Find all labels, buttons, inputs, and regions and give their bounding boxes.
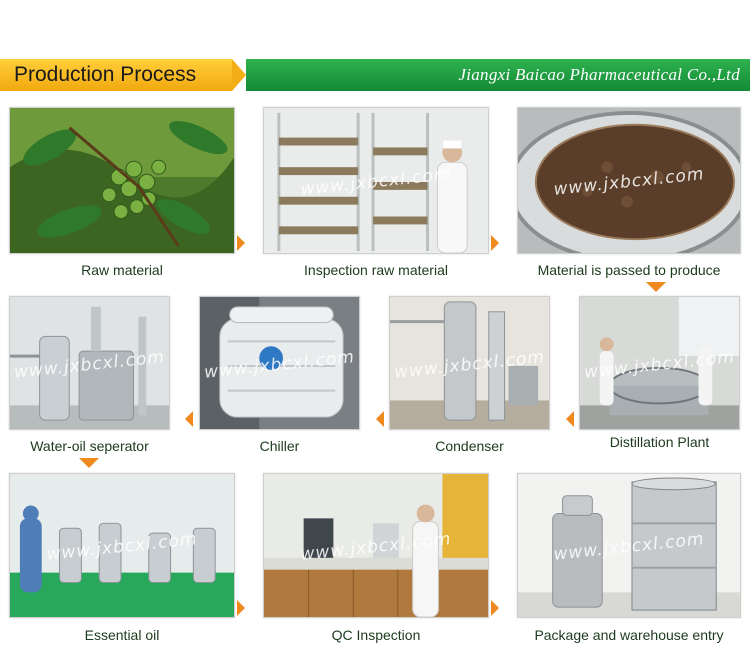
step-label: Chiller xyxy=(259,438,300,454)
step-label: Water-oil seperator xyxy=(30,438,149,454)
flow-arrow-down-1 xyxy=(646,282,666,292)
header-banner: Production Process Jiangxi Baicao Pharma… xyxy=(0,59,750,91)
step-label: Raw material xyxy=(81,262,163,278)
photo-condenser: www.jxbcxl.com xyxy=(389,296,550,430)
step-label: Package and warehouse entry xyxy=(534,627,724,643)
flow-arrow-right-2 xyxy=(491,235,499,251)
company-name: Jiangxi Baicao Pharmaceutical Co.,Ltd xyxy=(458,65,740,84)
photo-material-passed: www.jxbcxl.com xyxy=(517,107,741,254)
step-label: Material is passed to produce xyxy=(537,262,721,278)
photo-distillation-plant: www.jxbcxl.com xyxy=(579,296,740,430)
step-label: Inspection raw material xyxy=(304,262,448,278)
flow-arrow-down-2 xyxy=(79,458,99,468)
photo-inspection-raw-material: www.jxbcxl.com xyxy=(263,107,489,254)
header-arrow xyxy=(232,59,246,91)
page-title: Production Process xyxy=(14,63,197,86)
flow-arrow-right-3 xyxy=(237,600,245,616)
step-label: QC Inspection xyxy=(331,627,421,643)
flow-arrow-left-2 xyxy=(376,411,384,427)
header-title-block: Production Process xyxy=(0,59,232,91)
photo-water-oil-separator: www.jxbcxl.com xyxy=(9,296,170,430)
step-label: Condenser xyxy=(435,438,504,454)
flow-arrow-left-1 xyxy=(185,411,193,427)
step-label: Distillation Plant xyxy=(609,434,710,450)
header-company-block: Jiangxi Baicao Pharmaceutical Co.,Ltd xyxy=(246,59,750,91)
photo-essential-oil: www.jxbcxl.com xyxy=(9,473,235,618)
photo-package-warehouse: www.jxbcxl.com xyxy=(517,473,741,618)
photo-qc-inspection: www.jxbcxl.com xyxy=(263,473,489,618)
photo-raw-material: www.jxbcxl.com xyxy=(9,107,235,254)
flow-arrow-right-1 xyxy=(237,235,245,251)
flow-arrow-left-3 xyxy=(566,411,574,427)
flow-arrow-right-4 xyxy=(491,600,499,616)
step-label: Essential oil xyxy=(84,627,160,643)
photo-chiller: www.jxbcxl.com xyxy=(199,296,360,430)
